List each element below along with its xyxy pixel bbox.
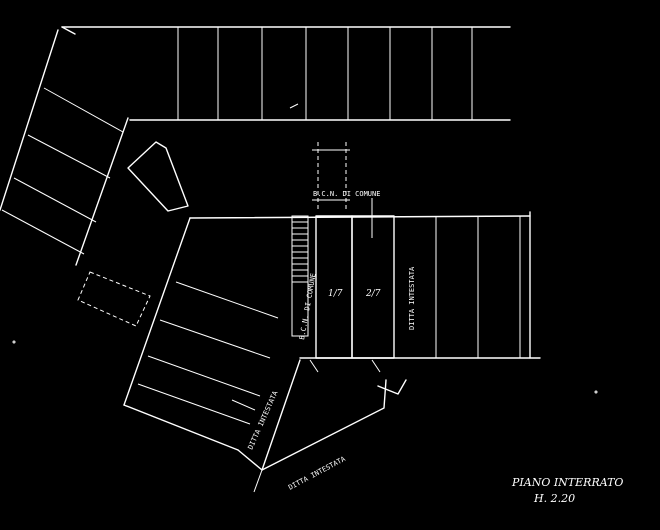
dashed-block [77,271,151,327]
other-owner-label-right: DITTA INTESTATA [408,266,416,330]
labels: B.C.N. DI COMUNE B.C.N. DI COMUNE 1/7 2/… [247,190,624,505]
other-owner-label-lower: DITTA INTESTATA [247,389,280,451]
pillar-outline [127,141,189,212]
floor-height: H. 2.20 [533,492,575,505]
central-units [291,142,541,359]
other-owner-label-bottom: DITTA INTESTATA [287,455,347,492]
floor-title: PIANO INTERRATO [511,476,623,489]
left-parking-row [0,29,129,266]
lower-parking-row [123,215,531,471]
unit-label-1-7: 1/7 [328,289,343,299]
common-area-label-top: B.C.N. DI COMUNE [313,190,380,198]
unit-label-2-7: 2/7 [365,289,381,299]
ramp-area [253,359,407,493]
right-parking-row [435,211,531,359]
top-parking-row [61,26,511,121]
